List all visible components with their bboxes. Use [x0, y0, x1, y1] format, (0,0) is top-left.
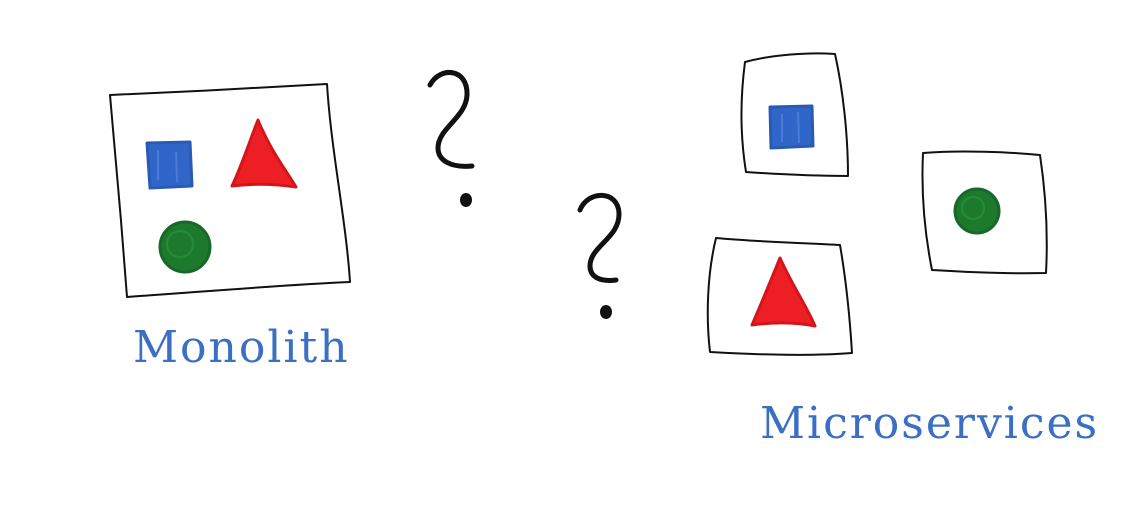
triangle-icon	[230, 118, 298, 189]
square-texture	[781, 111, 800, 144]
monolith-box	[109, 83, 351, 298]
microservice-box-triangle	[706, 237, 853, 356]
circle-texture	[961, 196, 985, 220]
square-icon	[768, 104, 815, 150]
monolith-label: Monolith	[133, 322, 350, 373]
square-texture	[157, 150, 178, 183]
question-mark-icon	[427, 69, 475, 207]
microservice-triangle-group	[706, 237, 853, 356]
monolith-group	[109, 83, 351, 298]
square-icon	[145, 140, 194, 190]
microservices-label: Microservices	[760, 398, 1099, 449]
triangle-icon	[750, 256, 817, 328]
circle-texture	[166, 230, 194, 258]
microservice-circle-group	[921, 150, 1048, 275]
microservice-box-square	[740, 52, 849, 177]
microservice-box-circle	[921, 150, 1048, 275]
question-mark-icon	[577, 192, 622, 319]
microservice-square-group	[740, 52, 849, 177]
